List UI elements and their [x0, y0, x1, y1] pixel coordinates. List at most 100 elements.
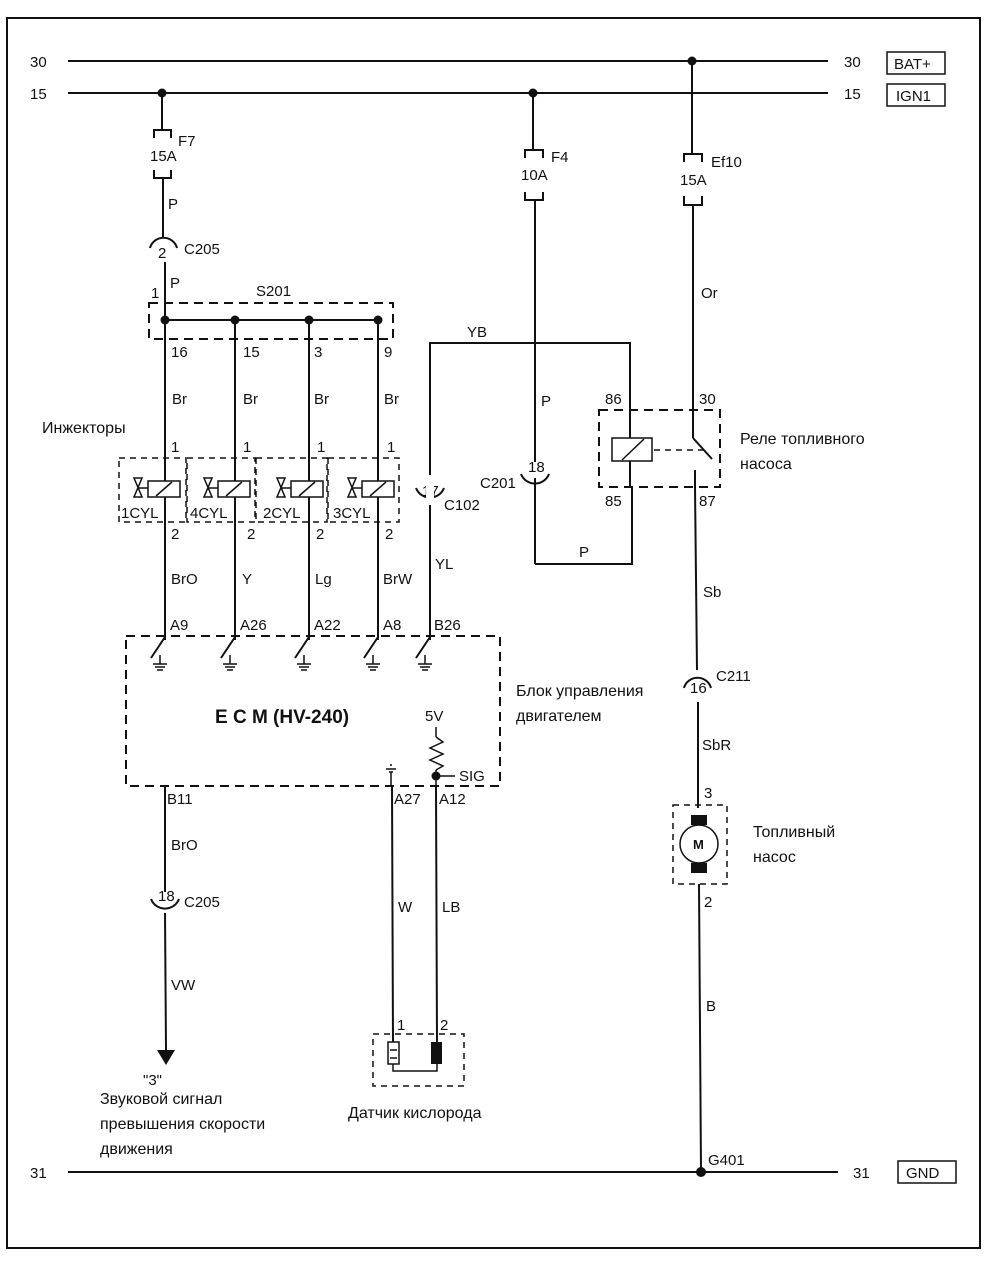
- motor-icon: [679, 824, 719, 864]
- connector-c201: 18 C201: [480, 459, 550, 492]
- bat-plus-tag-box: [886, 51, 946, 75]
- splice-out-pin: 3: [314, 344, 322, 361]
- injector-feed-wires: Br Br Br Br: [164, 320, 399, 640]
- injectors-title: Инжекторы: [42, 420, 126, 437]
- wire-color-label: P: [170, 275, 180, 292]
- pump-title-line1: Топливный: [753, 824, 835, 841]
- wire-color-label: BrO: [171, 571, 198, 588]
- injector-pin-out: 2: [171, 526, 179, 543]
- connector-name: C205: [184, 894, 220, 911]
- signal-ground-icon: [386, 764, 396, 786]
- wire-color-label: Br: [314, 391, 329, 408]
- fuse-ef10-name: Ef10: [711, 154, 742, 171]
- injector-4cyl: 1 4CYL 2: [186, 439, 256, 543]
- resistor-icon: [428, 736, 445, 771]
- speed-warning-line1: Звуковой сигнал: [100, 1091, 222, 1108]
- fuse-f4: F4 10A: [521, 149, 569, 201]
- fuse-ef10-rating: 15A: [680, 172, 707, 189]
- wire-color-label: Or: [701, 285, 718, 302]
- ecm-title: E C M (HV-240): [215, 707, 349, 728]
- relay-pin-86: 86: [605, 391, 622, 408]
- splice-name: S201: [256, 283, 291, 300]
- bat-plus-tag: BAT+: [894, 56, 931, 73]
- connector-name: C102: [444, 497, 480, 514]
- injector-label: 4CYL: [190, 505, 228, 522]
- connector-name: C201: [480, 475, 516, 492]
- injector-pin-in: 1: [171, 439, 179, 456]
- speed-warning-label: "3" Звуковой сигнал превышения скорости …: [100, 1072, 265, 1158]
- injector-label: 2CYL: [263, 505, 301, 522]
- speed-warning-ref: "3": [143, 1072, 162, 1089]
- wire-color-label: W: [398, 899, 413, 916]
- fuse-f4-rating: 10A: [521, 167, 548, 184]
- wire-color-label: B: [706, 998, 716, 1015]
- injector-pin-in: 1: [243, 439, 251, 456]
- gnd-tag: GND: [906, 1165, 940, 1182]
- bus-31-left-label: 31: [30, 1165, 47, 1182]
- wire-color-label: LB: [442, 899, 460, 916]
- ign1-tag: IGN1: [896, 88, 931, 105]
- fuse-f7-rating: 15A: [150, 148, 177, 165]
- wire-color-label: BrO: [171, 837, 198, 854]
- fuse-f7-name: F7: [178, 133, 196, 150]
- injector-pin-in: 1: [387, 439, 395, 456]
- ground-junction-dot: [696, 1167, 706, 1177]
- ecm-pin: B26: [434, 617, 461, 634]
- injector-nozzle-icon: [132, 477, 144, 498]
- pump-title-line2: насос: [753, 849, 796, 866]
- wire-color-label: BrW: [383, 571, 413, 588]
- bus-30-right-label: 30: [844, 54, 861, 71]
- injector-2cyl: 1 2CYL 2: [255, 439, 328, 543]
- wire-color-label: YL: [435, 556, 453, 573]
- connector-name: C205: [184, 241, 220, 258]
- injector-3cyl: 1 3CYL 2: [327, 439, 400, 543]
- bus-30: 30 30 BAT+: [30, 51, 946, 75]
- injector-nozzle-icon: [275, 477, 287, 498]
- speed-warning-line3: движения: [100, 1141, 173, 1158]
- ecm-pin: A8: [383, 617, 401, 634]
- fuel-pump: 3 M 2 Топливный насос: [672, 785, 835, 911]
- relay-title-line1: Реле топливного: [740, 431, 865, 448]
- ecm-pin-b11: B11: [167, 791, 193, 808]
- injector-1cyl: 1 1CYL 2: [118, 439, 187, 543]
- ground-icon: [153, 655, 167, 671]
- injector-label: 1CYL: [121, 505, 159, 522]
- injector-pin-out: 2: [385, 526, 393, 543]
- connector-pin: 18: [158, 888, 175, 905]
- ecm-pin-a12: A12: [439, 791, 466, 808]
- ecm-pin-a27: A27: [394, 791, 421, 808]
- ecm-sig: SIG: [459, 768, 485, 785]
- pump-pin-out: 2: [704, 894, 712, 911]
- ground-icon: [366, 655, 380, 671]
- motor-symbol: M: [693, 837, 704, 852]
- fuse-f4-name: F4: [551, 149, 569, 166]
- o2-sensor-title: Датчик кислорода: [348, 1105, 482, 1122]
- wire-color-label: Br: [384, 391, 399, 408]
- connector-pin: 18: [528, 459, 545, 476]
- injector-label: 3CYL: [333, 505, 371, 522]
- relay-title-line2: насоса: [740, 456, 792, 473]
- wire-color-label: Lg: [315, 571, 332, 588]
- pump-pin-in: 3: [704, 785, 712, 802]
- oxygen-sensor: 1 2 Датчик кислорода: [348, 1017, 482, 1122]
- ground-icon: [418, 655, 432, 671]
- splice-out-pin: 16: [171, 344, 188, 361]
- fuse-ef10: Ef10 15A: [680, 153, 742, 206]
- ign1-tag-box: [886, 83, 946, 107]
- relay-pin-85: 85: [605, 493, 622, 510]
- arrow-down-icon: [157, 1050, 175, 1065]
- wire-color-label: Y: [242, 571, 252, 588]
- wire-color-label: Br: [243, 391, 258, 408]
- ecm-pin: A22: [314, 617, 341, 634]
- ecm-vref: 5V: [425, 708, 443, 725]
- wire-color-label: Br: [172, 391, 187, 408]
- injector-nozzle-icon: [202, 477, 214, 498]
- connector-name: C211: [716, 668, 751, 685]
- splice-out-pin: 9: [384, 344, 392, 361]
- ecm-desc-line2: двигателем: [516, 708, 602, 725]
- ground-icon: [223, 655, 237, 671]
- relay-pin-87: 87: [699, 493, 716, 510]
- wire-yb: [429, 342, 631, 640]
- ground-icon: [297, 655, 311, 671]
